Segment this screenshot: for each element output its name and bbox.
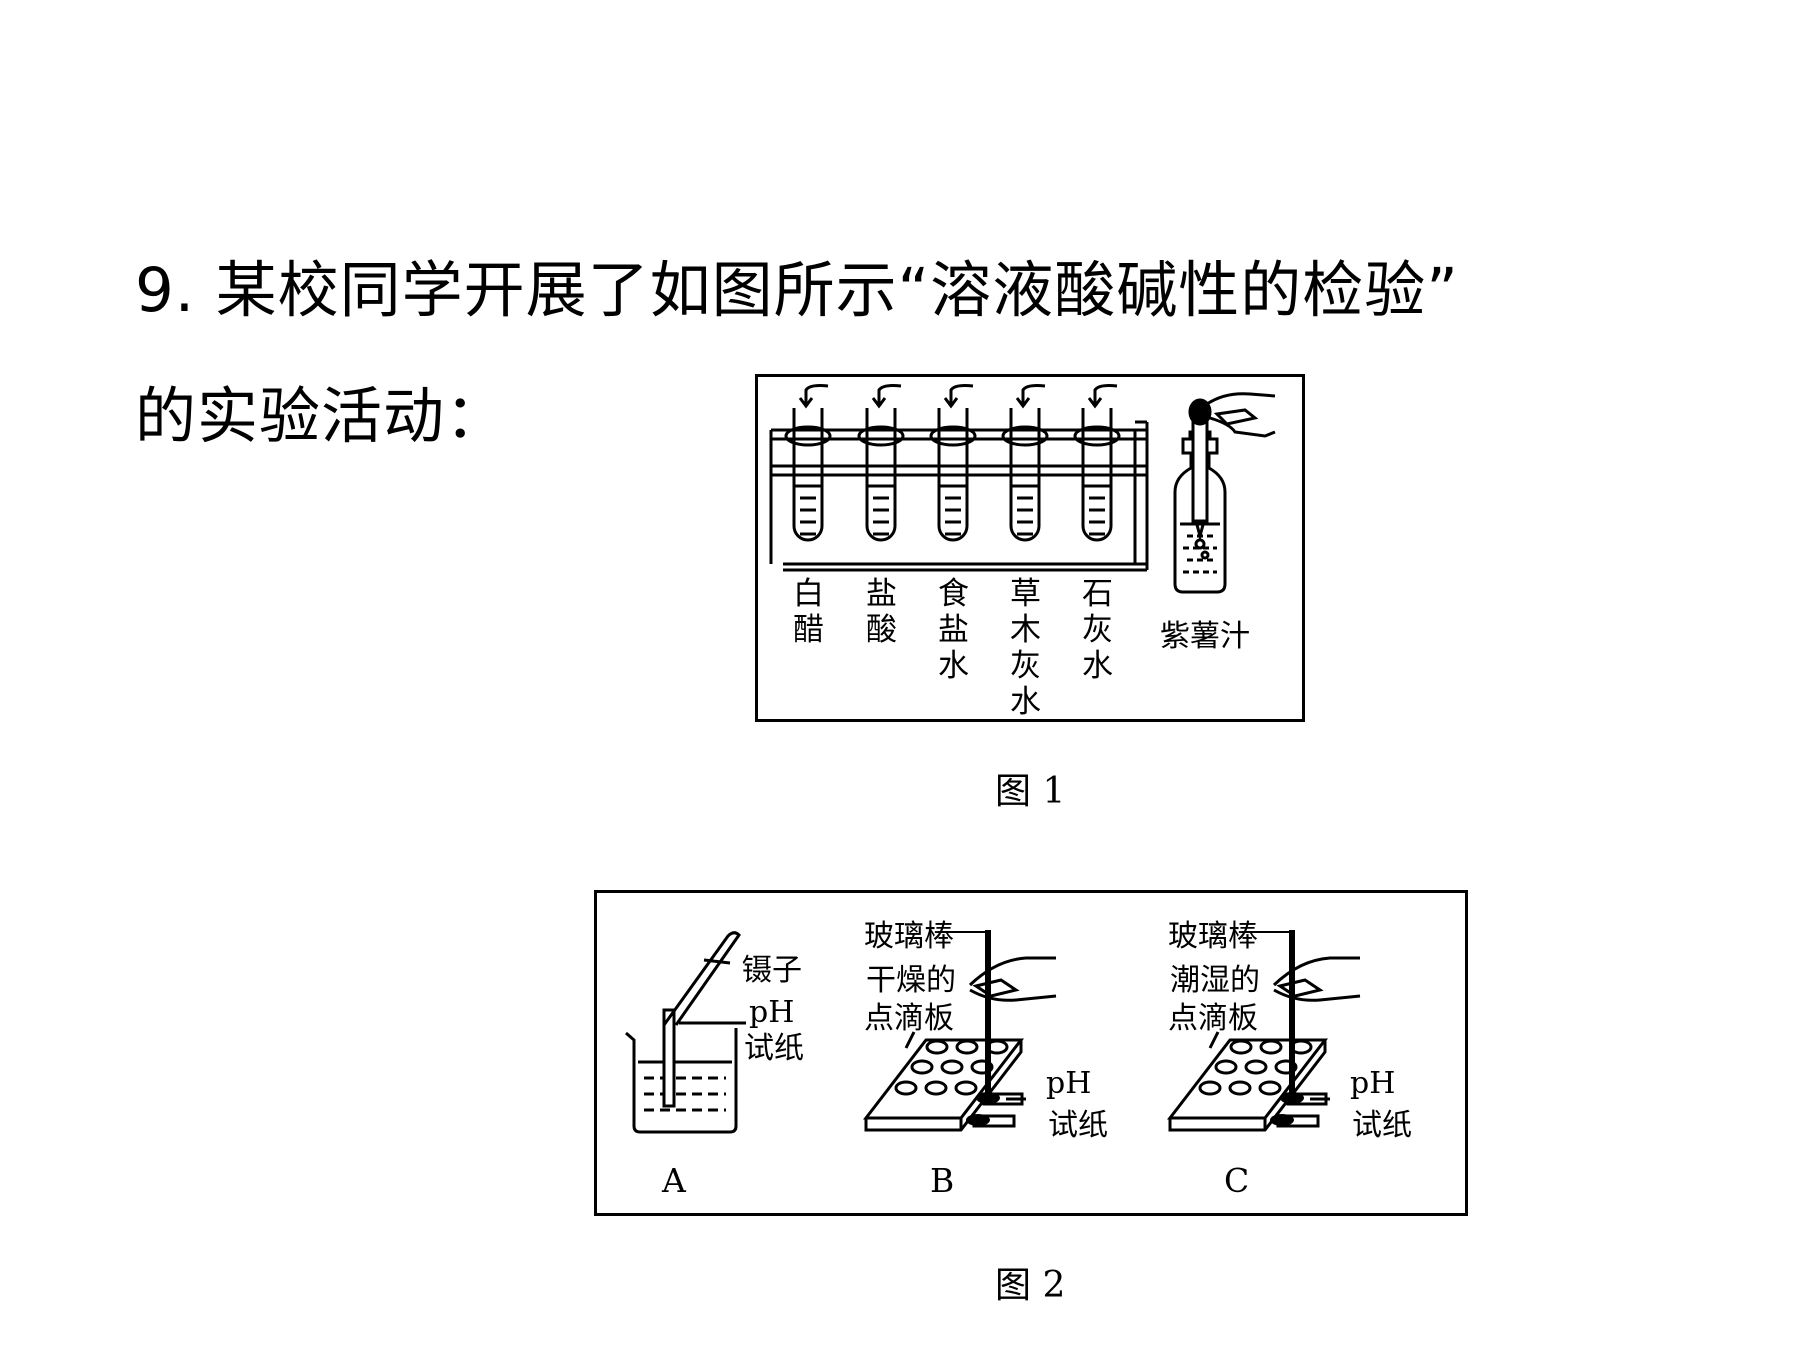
test-tube	[1001, 384, 1049, 542]
figure-2-caption: 图 2	[995, 1265, 1066, 1306]
figure-1: 白醋盐酸食盐水草木灰水石灰水 紫薯汁	[755, 374, 1305, 722]
panel-a-beaker	[625, 931, 746, 1134]
question-line-1: 9. 某校同学开展了如图所示“溶液酸碱性的检验”	[135, 255, 1459, 326]
plate-well	[924, 1080, 948, 1096]
plate-well	[954, 1080, 978, 1096]
tube-label-char: 水	[1010, 684, 1041, 720]
tube-label-char: 食	[938, 576, 969, 612]
figure-2: 镊子 pH 试纸 A 玻璃棒 干燥的 点滴板 pH 试纸 B 玻璃棒 潮湿的 点…	[594, 890, 1468, 1216]
plate-well	[1214, 1059, 1238, 1075]
tube-label-char: 盐	[938, 612, 969, 648]
panel-c-rod-label: 玻璃棒	[1168, 919, 1258, 954]
plate-well	[955, 1039, 979, 1055]
plate-well	[894, 1080, 918, 1096]
plate-well	[970, 1059, 994, 1075]
bottle-label: 紫薯汁	[1160, 619, 1250, 654]
panel-b-paper-label: 试纸	[1048, 1108, 1108, 1143]
panel-b-ph-label: pH	[1046, 1066, 1091, 1101]
tube-label-char: 灰	[1082, 612, 1113, 648]
plate-well	[925, 1039, 949, 1055]
panel-b-spot-plate	[862, 930, 1057, 1132]
panel-c-paper-label: 试纸	[1352, 1108, 1412, 1143]
tube-label-char: 灰	[1010, 648, 1041, 684]
panel-a-ph-label: pH	[749, 995, 794, 1030]
tube-label-char: 醋	[793, 612, 824, 648]
test-tube	[1073, 384, 1121, 542]
panel-c-plate-label-2: 点滴板	[1168, 1001, 1258, 1036]
panel-c-ph-label: pH	[1350, 1066, 1395, 1101]
panel-a-tweezers-label: 镊子	[742, 953, 802, 988]
plate-well	[1258, 1080, 1282, 1096]
test-tube	[929, 384, 977, 542]
plate-well	[1229, 1039, 1253, 1055]
tube-label-char: 白	[793, 576, 824, 612]
panel-c-letter: C	[1224, 1161, 1249, 1200]
test-tube	[784, 384, 832, 542]
tube-label-char: 盐	[866, 576, 897, 612]
plate-well	[910, 1059, 934, 1075]
plate-well	[1228, 1080, 1252, 1096]
plate-well	[1274, 1059, 1298, 1075]
tube-label-char: 木	[1010, 612, 1041, 648]
test-tube	[857, 384, 905, 542]
question-line-2: 的实验活动：	[135, 381, 508, 452]
panel-c-spot-plate	[1166, 930, 1361, 1132]
test-tubes	[784, 384, 1121, 542]
panel-a-letter: A	[661, 1161, 687, 1200]
plate-well	[1259, 1039, 1283, 1055]
zishu-juice-bottle	[1173, 392, 1276, 594]
panel-b-letter: B	[930, 1161, 954, 1200]
panel-c-plate-label-1: 潮湿的	[1170, 963, 1260, 998]
panel-b-plate-label-2: 点滴板	[864, 1001, 954, 1036]
question-text: 9. 某校同学开展了如图所示“溶液酸碱性的检验” 的实验活动：	[135, 228, 1695, 480]
panel-b-plate-label-1: 干燥的	[866, 963, 956, 998]
figure-1-caption: 图 1	[995, 771, 1066, 812]
tube-label-char: 水	[938, 648, 969, 684]
tube-label-char: 石	[1082, 576, 1113, 612]
plate-well	[940, 1059, 964, 1075]
tube-label-char: 水	[1082, 648, 1113, 684]
plate-well	[1244, 1059, 1268, 1075]
tube-label-char: 酸	[866, 612, 897, 648]
plate-well	[1198, 1080, 1222, 1096]
panel-a-paper-label: 试纸	[744, 1031, 804, 1066]
panel-b-rod-label: 玻璃棒	[864, 919, 954, 954]
tube-label-char: 草	[1010, 576, 1041, 612]
